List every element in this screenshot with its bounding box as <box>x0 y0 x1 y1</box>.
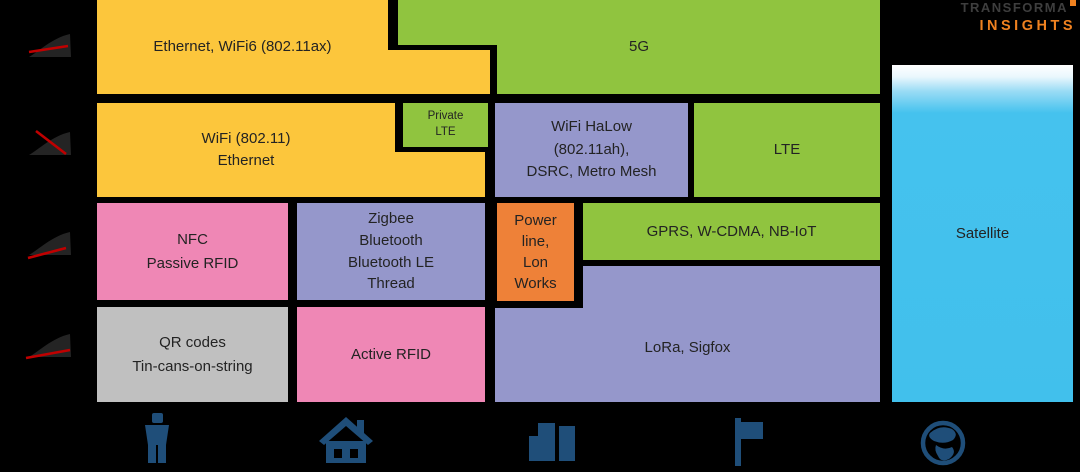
block-lte: LTE <box>694 103 880 197</box>
block-zigbee-bluetooth: Zigbee Bluetooth Bluetooth LE Thread <box>297 203 485 300</box>
block-zigbee-bluetooth-label: Zigbee Bluetooth Bluetooth LE Thread <box>348 210 434 293</box>
block-ethernet-wifi6-label: Ethernet, WiFi6 (802.11ax) <box>153 38 332 56</box>
block-lte-label: LTE <box>773 141 801 159</box>
person-icon <box>145 413 169 463</box>
block-qr-codes-label: QR codes Tin-cans-on-string <box>132 334 253 375</box>
transforma-insights-logo: TRANSFORMA INSIGHTS <box>961 0 1076 34</box>
logo-line1: TRANSFORMA <box>960 0 1068 15</box>
globe-icon <box>920 420 966 466</box>
block-powerline-lonworks: Power line, Lon Works <box>497 203 574 301</box>
gauge-row3-icon <box>27 232 71 260</box>
block-satellite-label: Satellite <box>955 224 1010 242</box>
block-wifi-halow: WiFi HaLow (802.11ah), DSRC, Metro Mesh <box>495 103 688 197</box>
block-gprs-wcdma-nbiot-label: GPRS, W-CDMA, NB-IoT <box>646 222 817 240</box>
flag-icon <box>735 418 763 466</box>
block-active-rfid-label: Active RFID <box>350 345 431 363</box>
gauge-row1-icon <box>28 34 71 57</box>
block-wifi-ethernet-label: WiFi (802.11) Ethernet <box>201 130 291 169</box>
block-gprs-wcdma-nbiot: GPRS, W-CDMA, NB-IoT <box>583 203 880 260</box>
block-private-lte: Private LTE <box>403 103 488 147</box>
logo-mark-square-icon <box>1070 0 1076 6</box>
block-nfc-passive-rfid-label: NFC Passive RFID <box>146 231 239 272</box>
gauge-row2-icon <box>29 129 71 156</box>
block-private-lte-label: Private LTE <box>427 110 464 138</box>
block-nfc-passive-rfid: NFC Passive RFID <box>97 203 288 300</box>
logo-line2: INSIGHTS <box>979 18 1076 34</box>
block-5g-label: 5G <box>628 38 649 56</box>
city-icon <box>529 423 575 461</box>
block-qr-codes: QR codes Tin-cans-on-string <box>97 307 288 402</box>
block-lora-sigfox-label: LoRa, Sigfox <box>644 339 731 357</box>
block-satellite: Satellite <box>892 65 1073 402</box>
block-powerline-lonworks-label: Power line, Lon Works <box>514 212 557 292</box>
gauge-row4-icon <box>25 334 71 360</box>
block-active-rfid: Active RFID <box>297 307 485 402</box>
home-icon <box>319 417 373 463</box>
block-wifi-halow-label: WiFi HaLow (802.11ah), DSRC, Metro Mesh <box>526 118 657 181</box>
